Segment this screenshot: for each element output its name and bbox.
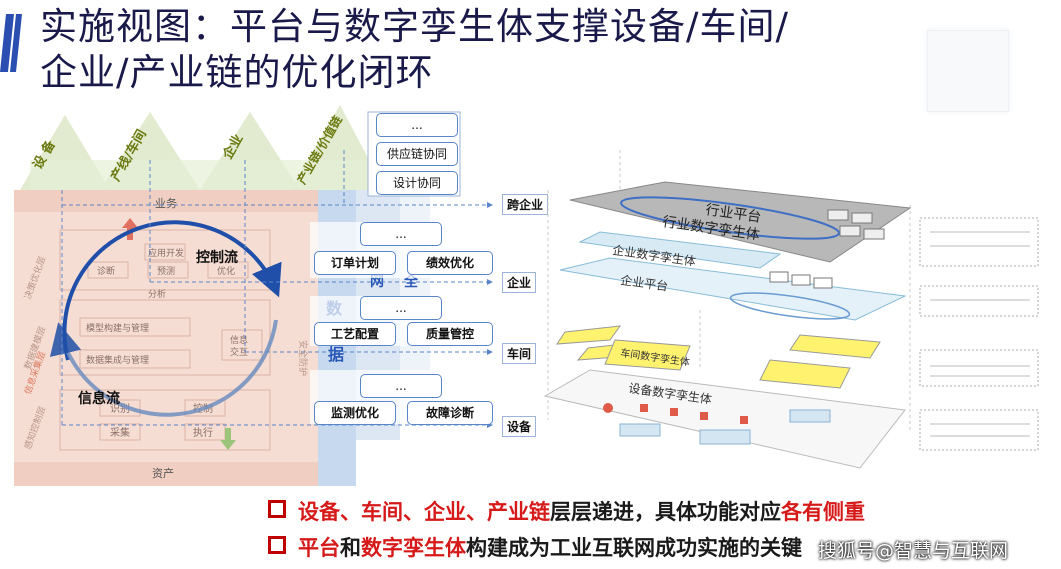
green-down-arrow [220, 428, 236, 450]
control-flow-label: 控制流 [196, 249, 238, 266]
decorative-box [927, 30, 1009, 112]
func-box-monitor: 监测优化 [314, 401, 396, 425]
security-side-label: 安全防护 [297, 340, 309, 376]
logo-bars [0, 14, 22, 72]
industry-platform-label: 行业平台 [704, 202, 762, 226]
diagnose-label: 诊断 [97, 265, 115, 277]
optimize-label: 优化 [217, 265, 235, 277]
asset-label: 资产 [152, 466, 174, 480]
right-tables [919, 217, 1039, 451]
isometric-stack: 行业平台 行业数字孪生体 企业数字孪生体 企业平台 车间数字孪生体 设备数字孪生… [543, 150, 1039, 469]
info-flow-arc [49, 319, 278, 417]
predict-label: 预测 [157, 266, 175, 277]
func-box-fault: 故障诊断 [407, 401, 493, 425]
bullet-square-1 [268, 500, 286, 518]
bullet-square-2 [268, 536, 286, 554]
dashed-connectors [61, 150, 493, 428]
data-integration-label: 数据集成与管理 [86, 354, 149, 366]
func-box-order-plan: 订单计划 [314, 251, 396, 275]
bullet-1-red-2: 各有侧重 [781, 500, 865, 524]
bullet-2-red-1: 平台 [298, 536, 340, 560]
func-box-ellipsis-1: ... [376, 113, 458, 137]
func-box-supply-chain: 供应链协同 [376, 142, 458, 166]
execute-label: 执行 [193, 426, 213, 439]
analysis-label: 分析 [148, 288, 166, 300]
page-title: 实施视图：平台与数字孪生体支撑设备/车间/ 企业/产业链的优化闭环 [40, 4, 789, 96]
bullet-1-text: 层层递进，具体功能对应 [550, 500, 781, 524]
enterprise-platform-label: 企业平台 [620, 272, 670, 294]
interaction-label: 交互 [230, 346, 248, 358]
model-label: 模型构建与管理 [86, 322, 149, 334]
bullet-2: 平台和数字孪生体构建成为工业互联网成功实施的关键 [268, 532, 802, 562]
target-enterprise: 企业 [502, 272, 537, 293]
industry-layer [569, 181, 912, 263]
info-label: 信息 [230, 334, 248, 346]
stack-guides [547, 150, 911, 430]
func-box-process: 工艺配置 [314, 322, 396, 346]
title-line-2: 企业/产业链的优化闭环 [40, 51, 434, 94]
enterprise-twin-layer [578, 231, 782, 269]
target-cross-enterprise: 跨企业 [502, 194, 549, 215]
func-box-ellipsis-2: ... [360, 222, 442, 246]
control-flow-arc [62, 220, 282, 361]
level-bands [20, 105, 385, 190]
info-flow-label: 信息流 [78, 390, 120, 407]
bullet-1: 设备、车间、企业、产业链层层递进，具体功能对应各有侧重 [268, 496, 865, 526]
func-box-design: 设计协同 [376, 171, 458, 195]
collect-label: 采集 [110, 426, 130, 439]
workshop-layer [556, 325, 881, 389]
title-line-1: 实施视图：平台与数字孪生体支撑设备/车间/ [40, 5, 789, 48]
device-layer [543, 369, 906, 469]
business-label: 业务 [155, 197, 177, 210]
func-box-quality: 质量管控 [407, 322, 493, 346]
enterprise-layer [559, 257, 907, 321]
app-dev-label: 应用开发 [148, 247, 184, 259]
data-char-2: 据 [328, 345, 344, 364]
func-box-performance: 绩效优化 [407, 251, 493, 275]
red-up-arrow [122, 218, 138, 240]
bullet-2-text-1: 和 [340, 536, 361, 560]
bullet-2-text-2: 构建成为工业互联网成功实施的关键 [466, 536, 802, 560]
target-workshop: 车间 [502, 343, 537, 364]
func-box-ellipsis-4: ... [360, 374, 442, 398]
func-box-ellipsis-3: ... [360, 296, 442, 320]
bullet-1-red-1: 设备、车间、企业、产业链 [298, 500, 550, 524]
target-device: 设备 [502, 416, 537, 437]
watermark: 搜狐号@智慧与互联网 [818, 540, 1009, 562]
device-icons [603, 403, 748, 424]
bullet-2-red-2: 数字孪生体 [361, 536, 466, 560]
